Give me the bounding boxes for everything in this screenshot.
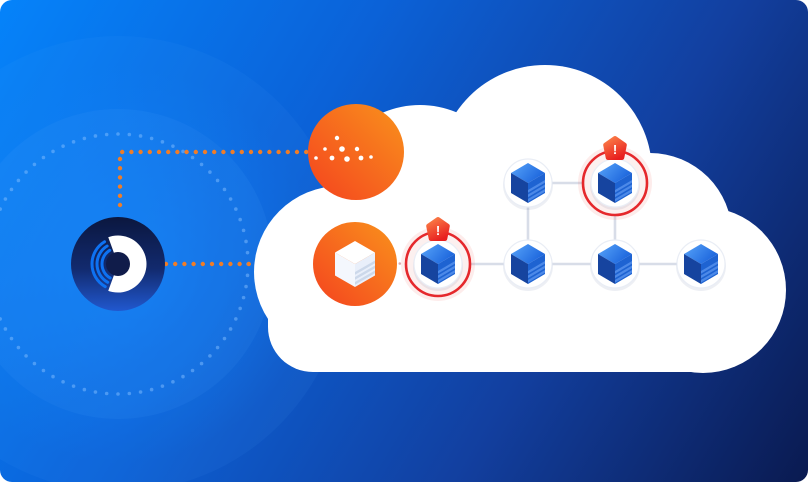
cube-collector xyxy=(313,222,397,306)
server-node-alert: ! xyxy=(578,136,652,220)
connector-to-scatter xyxy=(117,149,310,208)
logo-center-hole xyxy=(106,252,130,276)
server-cube-icon xyxy=(511,163,545,203)
radar-logo xyxy=(71,217,165,311)
server-node xyxy=(590,239,640,291)
server-node-alert: ! xyxy=(401,217,475,301)
alert-badge-icon: ! xyxy=(426,217,450,241)
server-cube-icon xyxy=(598,163,632,203)
scatter-dots-icon xyxy=(314,135,373,162)
server-cube-icon xyxy=(511,244,545,284)
server-cube-icon xyxy=(598,244,632,284)
server-cube-icon xyxy=(421,244,455,284)
server-node xyxy=(503,239,553,291)
server-cube-icon xyxy=(335,241,375,287)
cloud-shape xyxy=(254,65,786,373)
server-cube-icon xyxy=(684,244,718,284)
server-nodes: !! xyxy=(401,136,726,301)
alert-badge-icon: ! xyxy=(603,136,627,160)
exclamation-mark: ! xyxy=(436,223,440,238)
server-node xyxy=(503,158,553,210)
server-node xyxy=(676,239,726,291)
scatter-collector xyxy=(308,104,404,200)
exclamation-mark: ! xyxy=(613,142,617,157)
radar-arcs-icon xyxy=(90,236,146,292)
